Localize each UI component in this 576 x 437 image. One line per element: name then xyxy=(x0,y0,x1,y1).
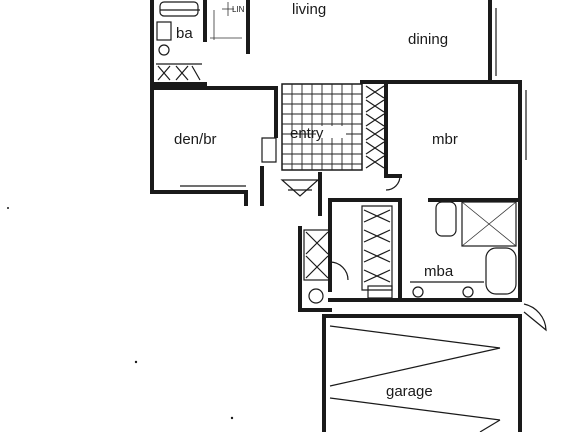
water-heater-icon xyxy=(308,288,324,304)
closet-hatch xyxy=(157,65,201,81)
shower-icon xyxy=(461,201,517,247)
vanity-icon xyxy=(156,21,172,41)
room-label-garage: garage xyxy=(386,383,433,400)
room-label-ba: ba xyxy=(176,25,193,42)
den-walls xyxy=(150,86,278,206)
room-label-entry: entry xyxy=(290,125,324,142)
toilet-icon xyxy=(158,44,170,56)
den-closet xyxy=(261,137,277,163)
garage-walls xyxy=(322,303,547,434)
mba-door-swing xyxy=(329,261,349,281)
living-dining-walls xyxy=(246,0,522,84)
garage-side-door xyxy=(523,303,547,332)
entry-door-arc xyxy=(280,179,320,197)
mbr-closet-hatch xyxy=(365,85,385,169)
sink-right-icon xyxy=(462,286,474,298)
linen-closet-label: LIN xyxy=(232,5,245,14)
utility-walls xyxy=(298,226,332,312)
room-label-mba: mba xyxy=(424,263,454,280)
room-label-living: living xyxy=(292,1,326,18)
room-label-mbr: mbr xyxy=(432,131,458,148)
room-label-den: den/br xyxy=(174,131,217,148)
sink-left-icon xyxy=(412,286,424,298)
laundry-cabinet xyxy=(303,229,331,281)
bathtub-icon xyxy=(159,1,199,17)
mbr-door-swing xyxy=(385,175,401,191)
mba-counter xyxy=(367,285,393,299)
bath-block xyxy=(150,0,242,86)
room-label-dining: dining xyxy=(408,31,448,48)
wardrobe-hatch xyxy=(363,209,391,283)
mbr-walls xyxy=(365,80,527,302)
mba-toilet-icon xyxy=(435,201,457,237)
entry-tile-grid xyxy=(280,83,363,216)
mba-walls xyxy=(328,198,522,302)
soaking-tub-icon xyxy=(485,247,517,295)
